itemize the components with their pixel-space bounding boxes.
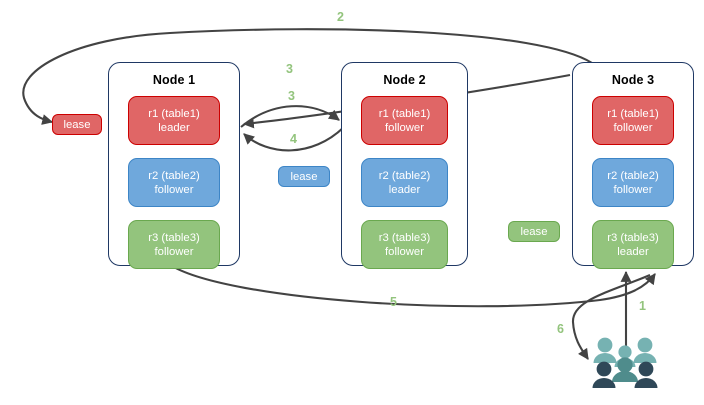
node-box-1[interactable]: Node 1 r1 (table1) leader r2 (table2) fo…: [108, 62, 240, 269]
replica-name: r3 (table3): [148, 231, 200, 244]
step-label-1: 1: [639, 299, 646, 313]
replica-role: leader: [388, 183, 421, 196]
step-label-2: 2: [337, 10, 344, 24]
replica-name: r3 (table3): [607, 231, 659, 244]
replica-role: follower: [385, 121, 424, 134]
users-group-icon: [592, 337, 658, 388]
replica-role: leader: [617, 245, 649, 258]
arrow-step-4: [243, 126, 345, 152]
replica-role: leader: [158, 121, 190, 134]
replica-role: follower: [154, 245, 194, 258]
lease-badge-r2[interactable]: lease: [278, 166, 330, 187]
replica-r1[interactable]: r1 (table1) follower: [361, 96, 448, 145]
replica-role: follower: [385, 245, 424, 258]
arrow-step-5: [171, 265, 656, 308]
replica-name: r2 (table2): [607, 169, 659, 182]
replica-r2[interactable]: r2 (table2) follower: [592, 158, 674, 207]
node-title: Node 1: [152, 73, 196, 87]
lease-label: lease: [520, 225, 548, 238]
node-box-3[interactable]: Node 3 r1 (table1) follower r2 (table2) …: [572, 62, 694, 269]
node-box-2[interactable]: Node 2 r1 (table1) follower r2 (table2) …: [341, 62, 468, 269]
node-title: Node 2: [383, 73, 426, 87]
replica-name: r2 (table2): [378, 169, 431, 182]
arrow-step-3-lower: [240, 105, 340, 128]
replica-r2[interactable]: r2 (table2) leader: [361, 158, 448, 207]
replica-role: follower: [154, 183, 194, 196]
step-label-4: 4: [290, 132, 297, 146]
replica-role: follower: [613, 121, 653, 134]
step-label-6: 6: [557, 322, 564, 336]
replica-r3[interactable]: r3 (table3) leader: [592, 220, 674, 269]
arrow-step-6: [571, 274, 651, 360]
lease-label: lease: [290, 170, 318, 183]
lease-label: lease: [63, 118, 91, 131]
step-label-3a: 3: [286, 62, 293, 76]
lease-badge-r3[interactable]: lease: [508, 221, 560, 242]
replica-r1[interactable]: r1 (table1) leader: [128, 96, 220, 145]
step-label-3b: 3: [288, 89, 295, 103]
replica-name: r2 (table2): [148, 169, 200, 182]
lease-badge-r1[interactable]: lease: [52, 114, 102, 135]
replica-r1[interactable]: r1 (table1) follower: [592, 96, 674, 145]
replica-role: follower: [613, 183, 653, 196]
replica-r2[interactable]: r2 (table2) follower: [128, 158, 220, 207]
step-label-5: 5: [390, 295, 397, 309]
replica-name: r3 (table3): [378, 231, 431, 244]
arrow-step-2: [22, 28, 593, 125]
replica-name: r1 (table1): [148, 107, 200, 120]
replica-r3[interactable]: r3 (table3) follower: [128, 220, 220, 269]
replica-r3[interactable]: r3 (table3) follower: [361, 220, 448, 269]
node-title: Node 3: [611, 73, 655, 87]
replica-name: r1 (table1): [607, 107, 659, 120]
replica-name: r1 (table1): [378, 107, 431, 120]
